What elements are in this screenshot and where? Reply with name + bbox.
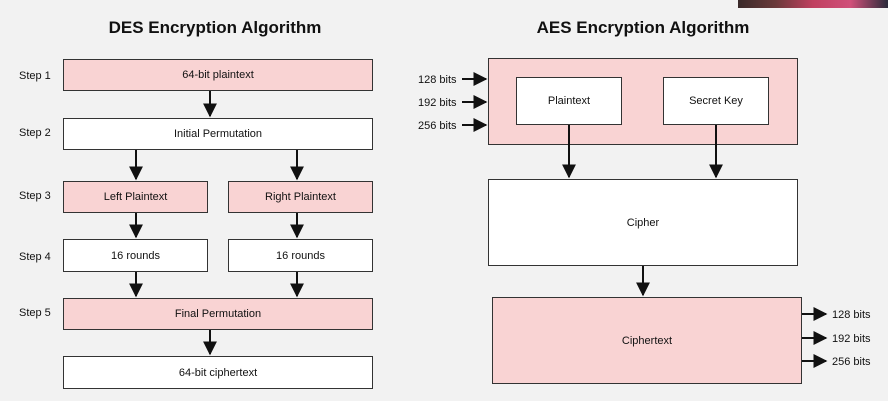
video-overlay-strip — [738, 0, 888, 8]
des-initial-permutation-box: Initial Permutation — [63, 118, 373, 150]
aes-input-bits-256: 256 bits — [418, 120, 457, 132]
des-step-3: Step 3 — [19, 190, 51, 202]
aes-output-bits-128: 128 bits — [832, 309, 871, 321]
des-ciphertext-box: 64-bit ciphertext — [63, 356, 373, 389]
des-plaintext-box: 64-bit plaintext — [63, 59, 373, 91]
des-right-plaintext-box: Right Plaintext — [228, 181, 373, 213]
des-step-5: Step 5 — [19, 307, 51, 319]
aes-input-bits-192: 192 bits — [418, 97, 457, 109]
des-title: DES Encryption Algorithm — [108, 18, 322, 37]
aes-output-bits-256: 256 bits — [832, 356, 871, 368]
des-step-4: Step 4 — [19, 251, 51, 263]
aes-input-bits-128: 128 bits — [418, 74, 457, 86]
des-step-1: Step 1 — [19, 70, 51, 82]
des-final-permutation-box: Final Permutation — [63, 298, 373, 330]
aes-title: AES Encryption Algorithm — [536, 18, 750, 37]
aes-secret-key-box: Secret Key — [663, 77, 769, 125]
des-step-2: Step 2 — [19, 127, 51, 139]
des-left-rounds-box: 16 rounds — [63, 239, 208, 272]
aes-plaintext-box: Plaintext — [516, 77, 622, 125]
aes-ciphertext-box: Ciphertext — [492, 297, 802, 384]
des-right-rounds-box: 16 rounds — [228, 239, 373, 272]
aes-cipher-box: Cipher — [488, 179, 798, 266]
des-left-plaintext-box: Left Plaintext — [63, 181, 208, 213]
aes-output-bits-192: 192 bits — [832, 333, 871, 345]
